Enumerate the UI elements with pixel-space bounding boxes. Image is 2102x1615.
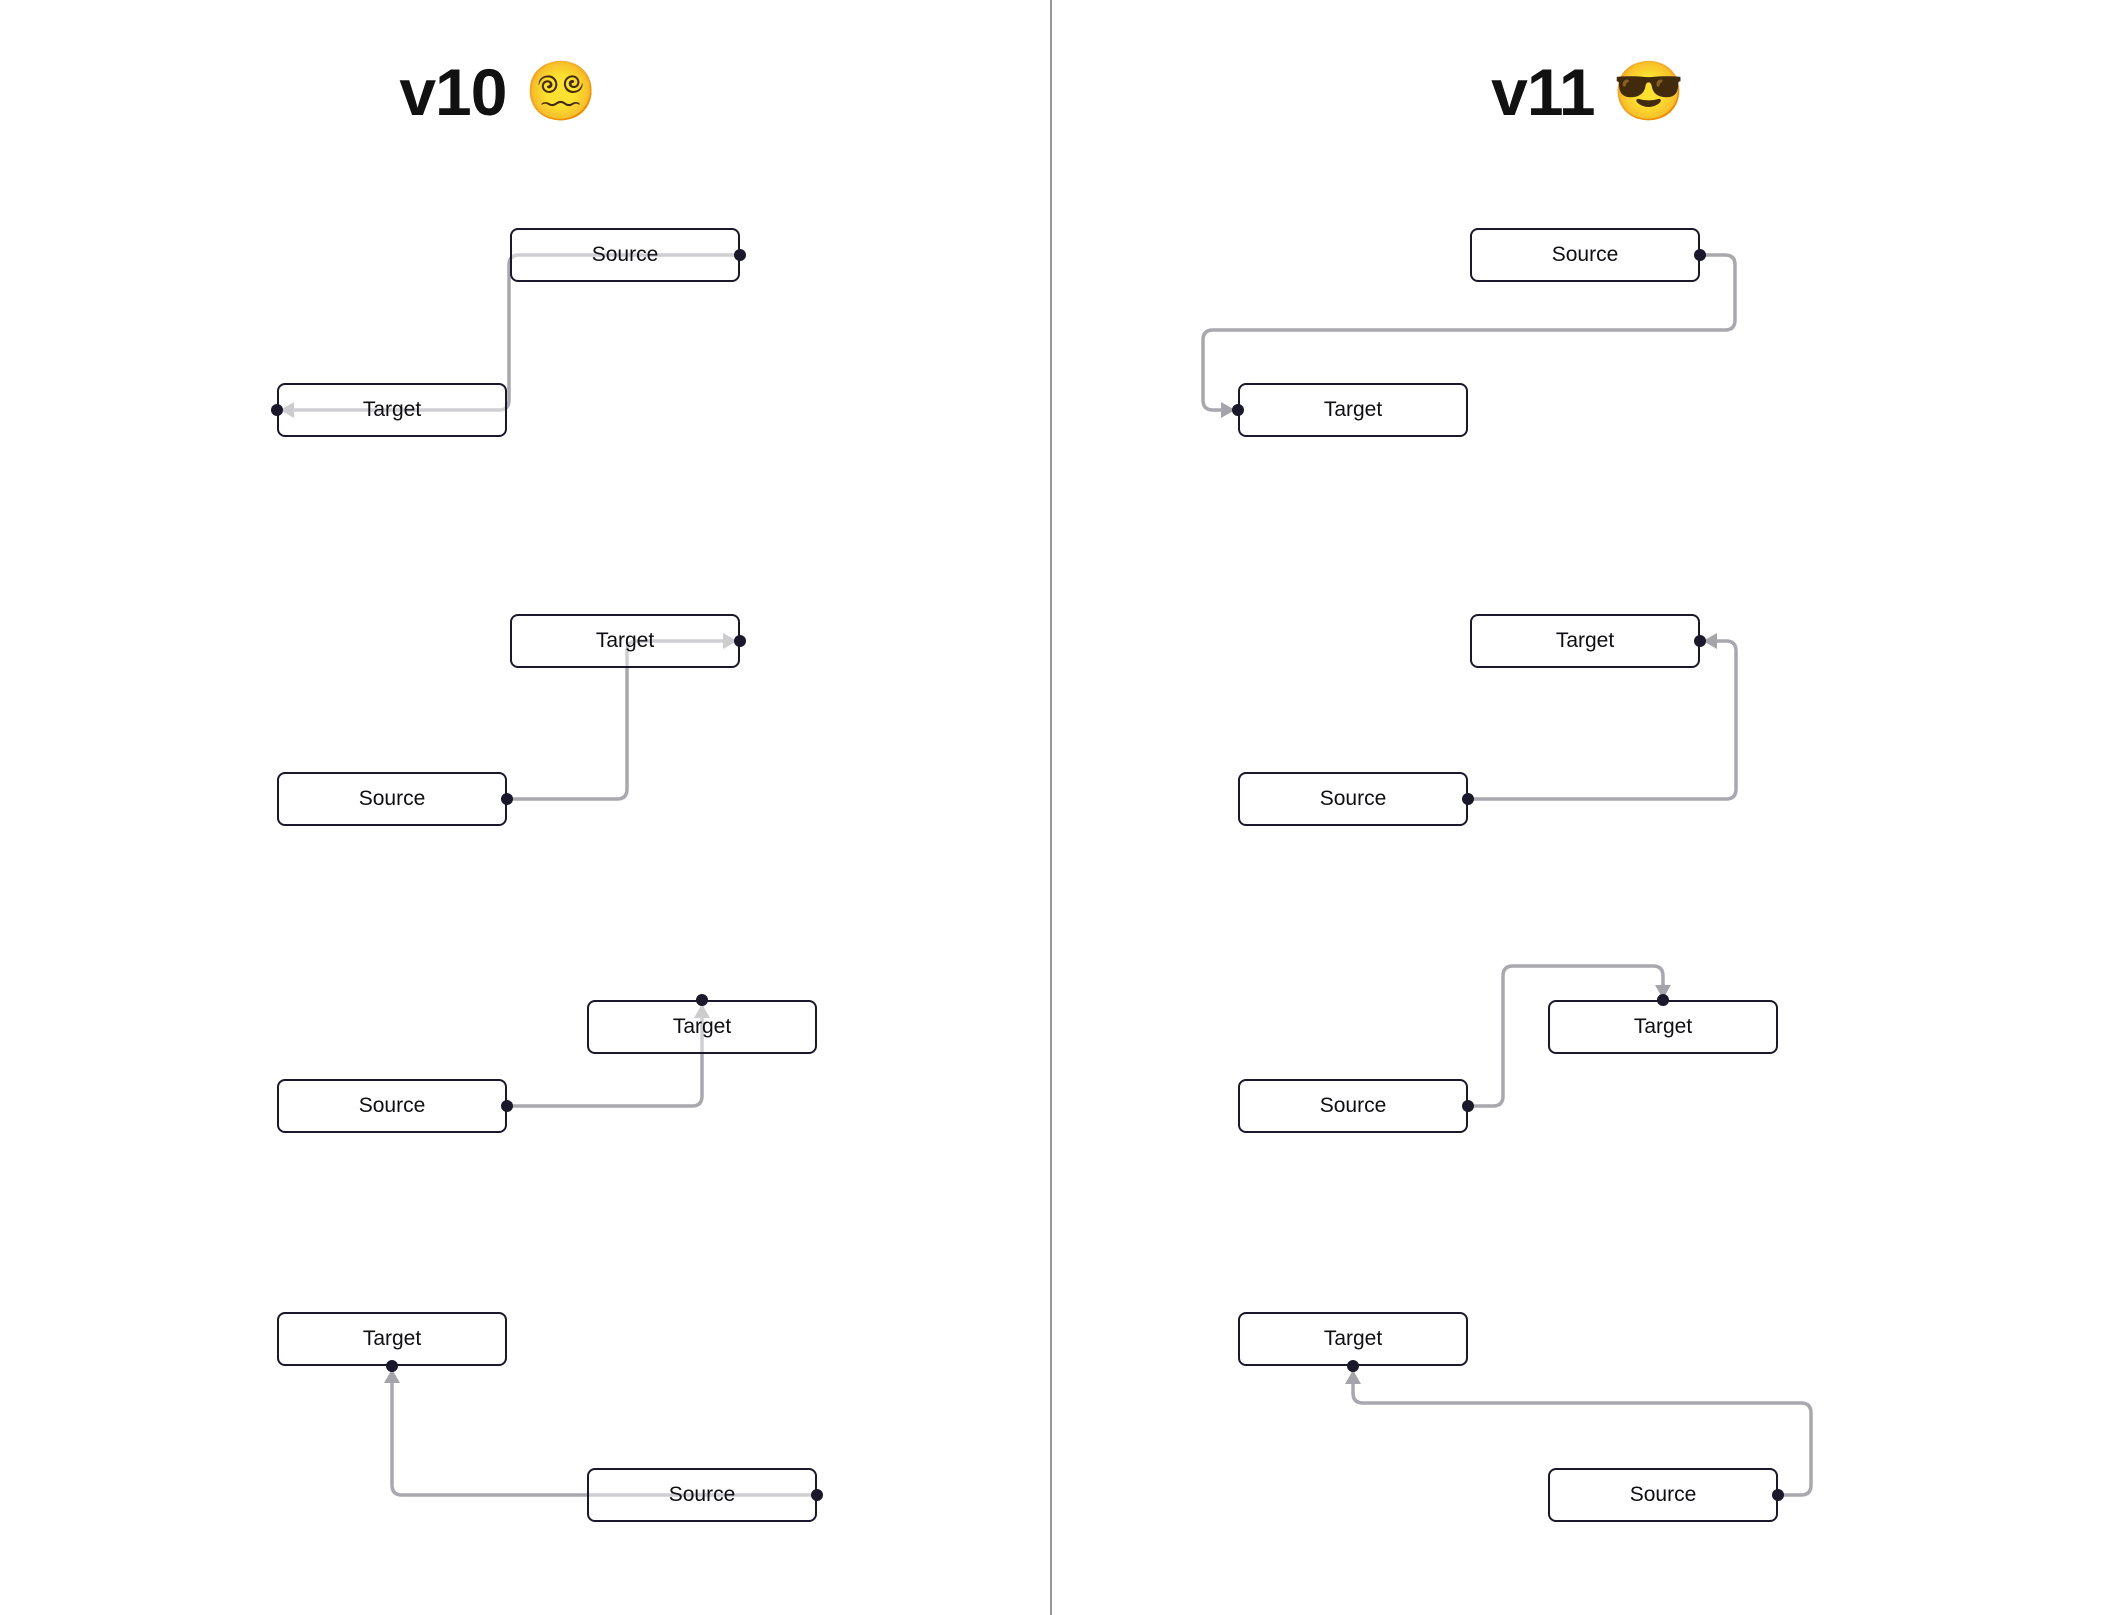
node-source-R8[interactable]: Source [1548,1468,1778,1522]
right-handle-R1[interactable] [1694,249,1706,261]
right-handle-L6[interactable] [501,1100,513,1112]
right-handle-L1[interactable] [734,249,746,261]
node-source-L1[interactable]: Source [510,228,740,282]
node-label: Source [1319,1094,1387,1117]
node-target-R7[interactable]: Target [1238,1312,1468,1366]
edge-arrowhead-e2 [723,633,737,649]
edge-arrowhead-e3 [694,1004,710,1018]
node-source-L4[interactable]: Source [277,772,507,826]
edge-arrowhead-e1 [280,402,294,418]
node-source-R4[interactable]: Source [1238,772,1468,826]
edge-path-e8[interactable] [1351,1370,1813,1497]
right-handle-R8[interactable] [1772,1489,1784,1501]
node-label: Target [595,629,655,652]
node-label: Source [668,1483,736,1506]
node-label: Source [358,787,426,810]
node-target-R5[interactable]: Target [1548,1000,1778,1054]
right-panel-title: v11 😎 [1491,54,1685,130]
node-label: Target [1323,1327,1383,1350]
right-handle-R3[interactable] [1694,635,1706,647]
node-label: Source [1551,243,1619,266]
node-source-L8[interactable]: Source [587,1468,817,1522]
node-label: Target [1555,629,1615,652]
node-target-R2[interactable]: Target [1238,383,1468,437]
right-handle-L3[interactable] [734,635,746,647]
left-panel-title: v10 😵‍💫 [399,54,596,130]
node-label: Source [591,243,659,266]
edge-arrowhead-e5 [1221,402,1235,418]
sunglasses-face-emoji-icon: 😎 [1612,59,1685,124]
edge-path-e3[interactable] [507,1004,704,1108]
top-handle-R5[interactable] [1657,994,1669,1006]
dizzy-face-emoji-icon: 😵‍💫 [524,59,597,124]
edge-path-e4[interactable] [390,1369,817,1497]
node-label: Target [362,398,422,421]
top-handle-L5[interactable] [696,994,708,1006]
edge-path-e6[interactable] [1468,639,1738,801]
node-label: Target [1323,398,1383,421]
edge-path-e1[interactable] [279,253,740,412]
node-source-L6[interactable]: Source [277,1079,507,1133]
left-handle-R2[interactable] [1232,404,1244,416]
node-source-R6[interactable]: Source [1238,1079,1468,1133]
edge-path-e7[interactable] [1468,964,1665,1108]
right-handle-L4[interactable] [501,793,513,805]
bottom-handle-L7[interactable] [386,1360,398,1372]
node-target-L7[interactable]: Target [277,1312,507,1366]
node-target-L2[interactable]: Target [277,383,507,437]
edge-arrowhead-e4 [384,1369,400,1383]
node-label: Target [1633,1015,1693,1038]
node-label: Source [1629,1483,1697,1506]
bottom-handle-R7[interactable] [1347,1360,1359,1372]
left-handle-L2[interactable] [271,404,283,416]
node-source-R1[interactable]: Source [1470,228,1700,282]
right-version-label: v11 [1491,55,1595,129]
panel-divider [1050,0,1052,1615]
left-version-label: v10 [399,55,507,129]
node-target-L5[interactable]: Target [587,1000,817,1054]
edge-arrowhead-e8 [1345,1370,1361,1384]
node-label: Source [358,1094,426,1117]
edge-arrowhead-e6 [1703,633,1717,649]
edge-path-e2[interactable] [507,639,738,801]
node-label: Source [1319,787,1387,810]
edge-arrowhead-e7 [1655,985,1671,999]
node-target-L3[interactable]: Target [510,614,740,668]
node-label: Target [672,1015,732,1038]
node-target-R3[interactable]: Target [1470,614,1700,668]
right-handle-R6[interactable] [1462,1100,1474,1112]
right-handle-L8[interactable] [811,1489,823,1501]
node-label: Target [362,1327,422,1350]
right-handle-R4[interactable] [1462,793,1474,805]
edge-path-e5[interactable] [1201,253,1737,412]
